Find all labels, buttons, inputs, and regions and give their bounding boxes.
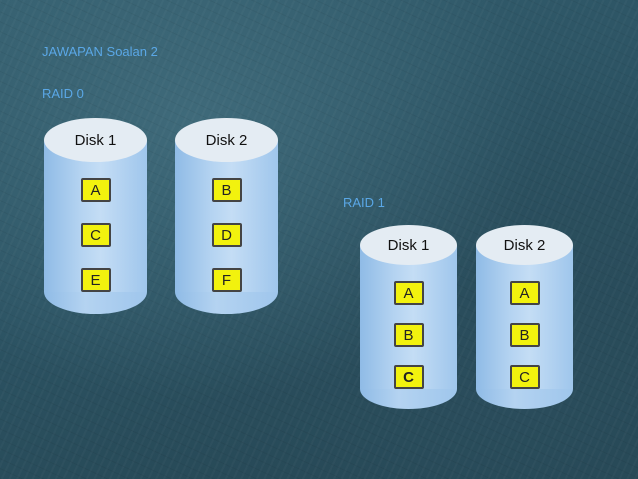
data-block: A <box>509 281 540 305</box>
raid1-label: RAID 1 <box>343 195 385 210</box>
raid0-disk-1: Disk 1 A C E <box>44 118 147 314</box>
data-block: C <box>393 365 424 389</box>
data-block: E <box>80 268 111 292</box>
block-stack: A B C <box>360 281 457 389</box>
data-block: D <box>211 223 242 247</box>
data-block: B <box>393 323 424 347</box>
slide-title: JAWAPAN Soalan 2 <box>42 44 158 59</box>
data-block: A <box>393 281 424 305</box>
disk-label: Disk 2 <box>175 118 278 162</box>
data-block: B <box>211 178 242 202</box>
raid0-disk-2: Disk 2 B D F <box>175 118 278 314</box>
disk-body <box>44 140 147 292</box>
raid1-disk-2: Disk 2 A B C <box>476 225 573 409</box>
data-block: C <box>509 365 540 389</box>
disk-label: Disk 1 <box>360 225 457 265</box>
data-block: C <box>80 223 111 247</box>
raid0-label: RAID 0 <box>42 86 84 101</box>
raid1-disk-1: Disk 1 A B C <box>360 225 457 409</box>
block-stack: B D F <box>175 178 278 292</box>
block-stack: A B C <box>476 281 573 389</box>
data-block: F <box>211 268 242 292</box>
block-stack: A C E <box>44 178 147 292</box>
disk-label: Disk 1 <box>44 118 147 162</box>
data-block: A <box>80 178 111 202</box>
disk-body <box>175 140 278 292</box>
data-block: B <box>509 323 540 347</box>
disk-label: Disk 2 <box>476 225 573 265</box>
